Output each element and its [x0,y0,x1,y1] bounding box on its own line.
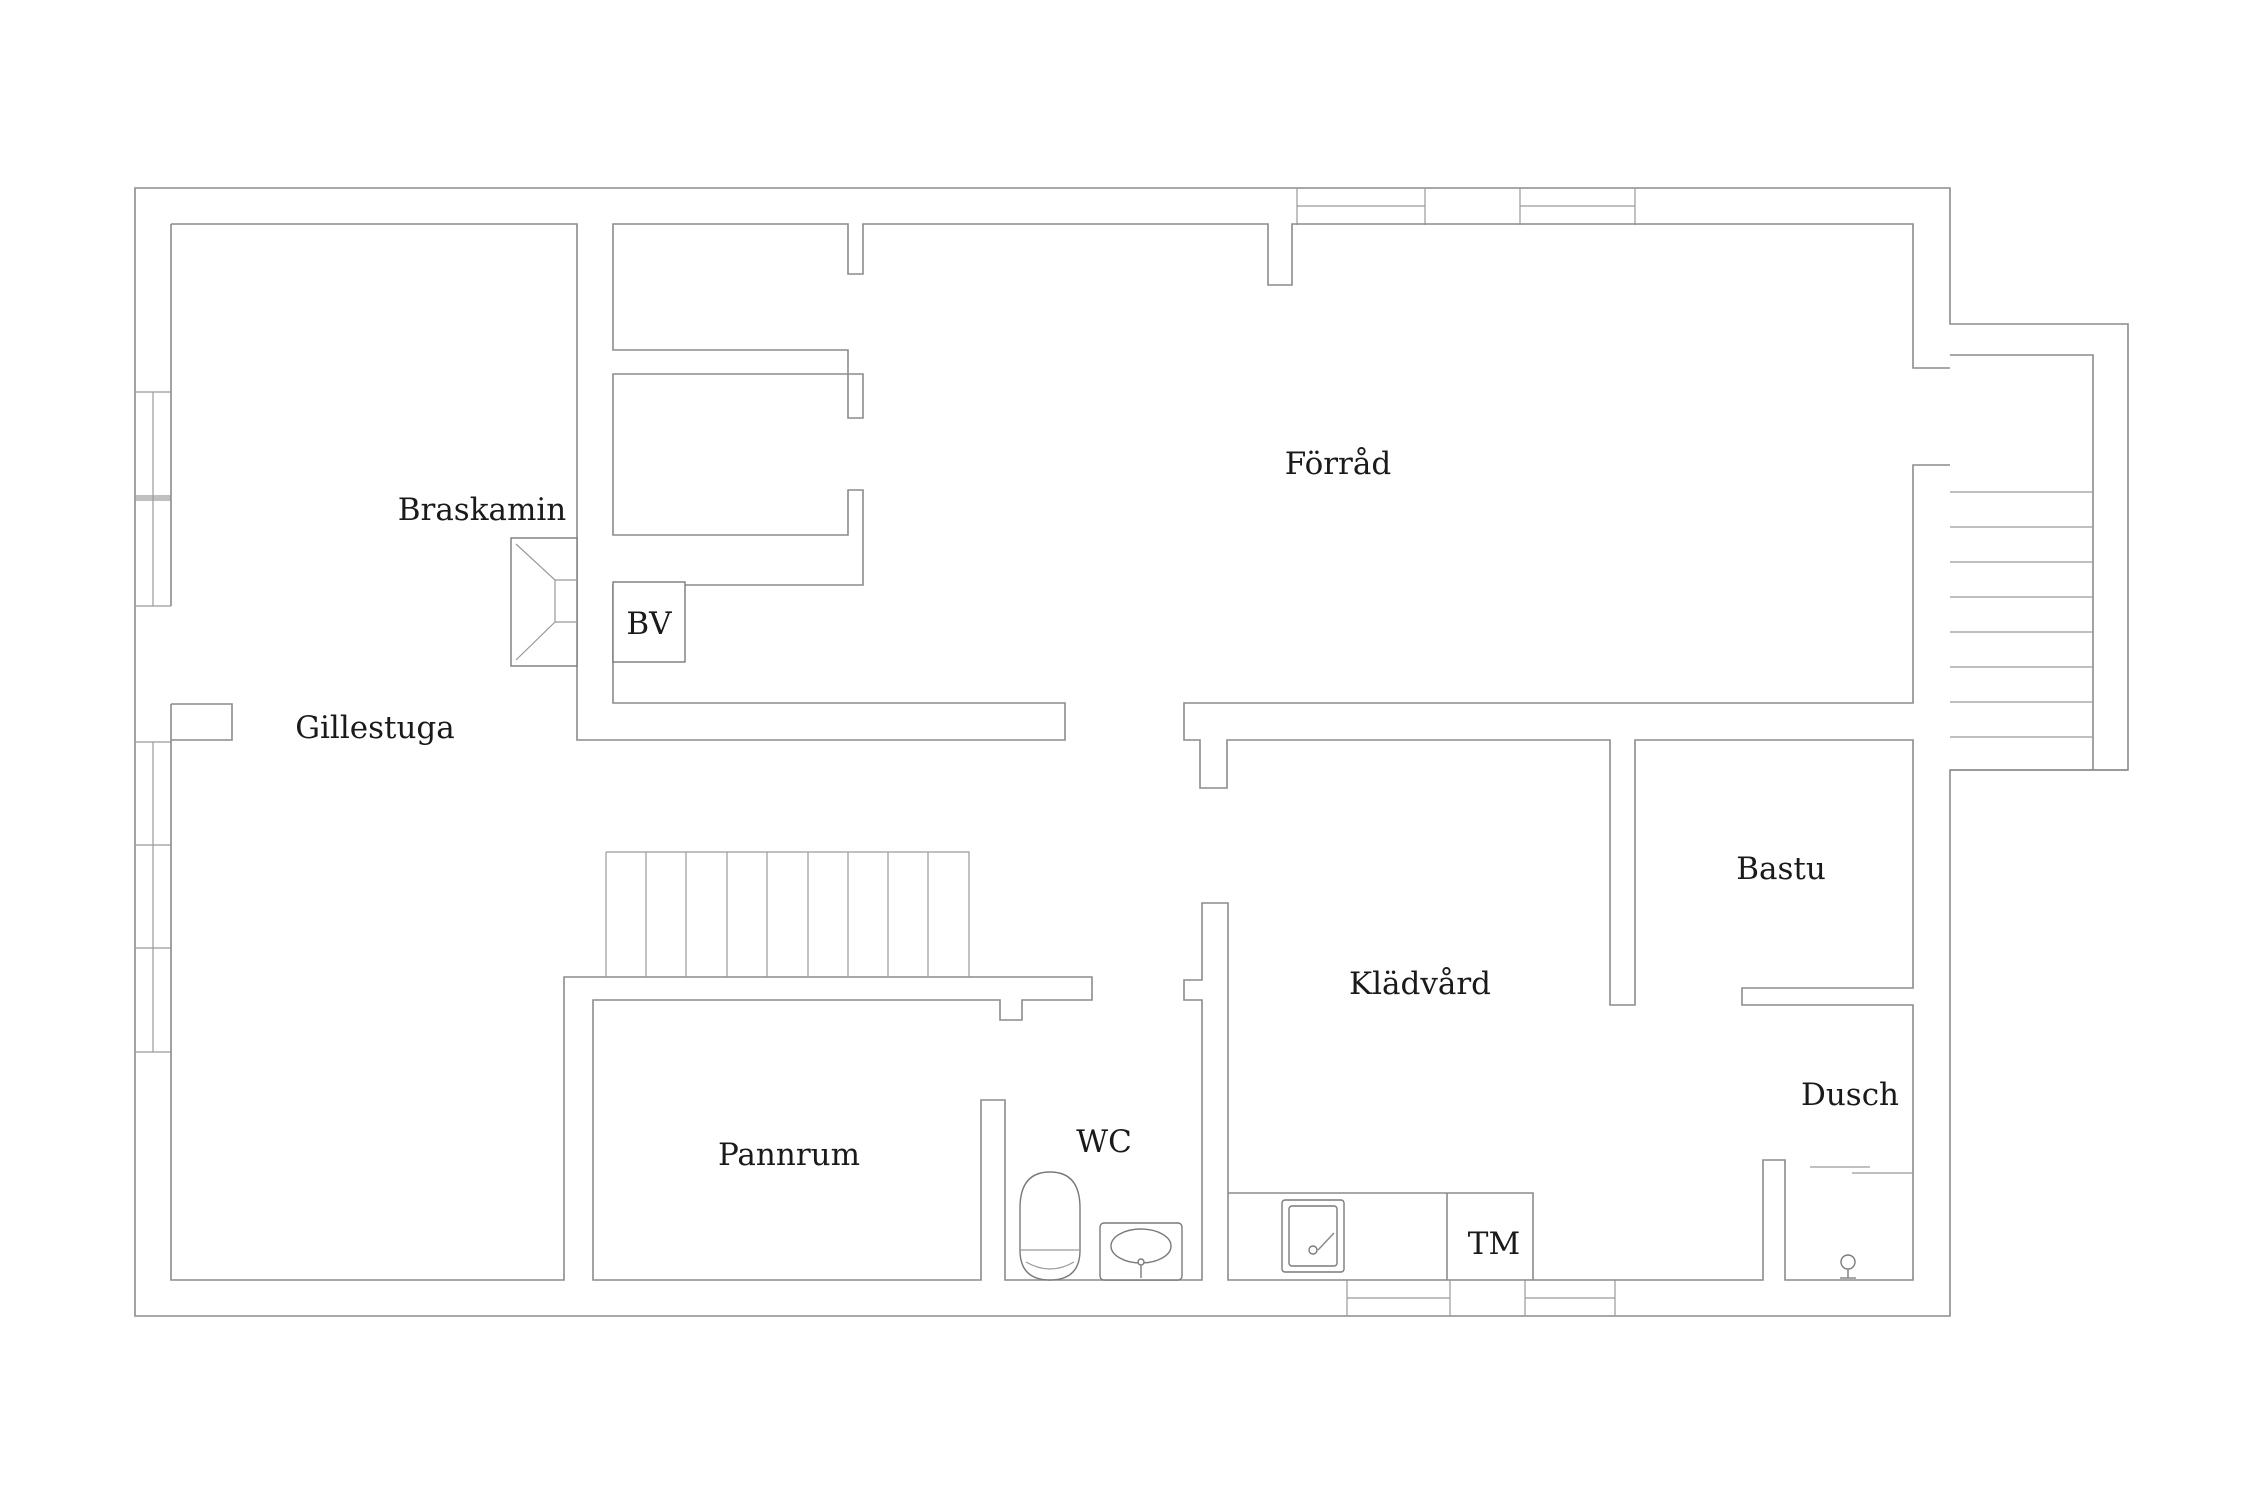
toilet-icon [1019,1171,1081,1281]
fireplace-icon [510,537,578,667]
label-bastu: Bastu [1736,851,1826,887]
inner-walls [170,223,1950,1281]
label-wc: WC [1076,1124,1132,1160]
label-gillestuga: Gillestuga [295,710,455,746]
label-pannrum: Pannrum [718,1137,860,1173]
shower-icon [1810,1166,1913,1279]
washbasin-icon [1099,1222,1183,1281]
label-tm: TM [1468,1226,1520,1262]
room-labels: Förråd Braskamin BV Gillestuga Bastu Klä… [295,446,1899,1262]
label-forrad: Förråd [1285,446,1391,482]
label-bv: BV [626,606,672,642]
label-braskamin: Braskamin [398,492,567,528]
label-dusch: Dusch [1801,1077,1899,1113]
windows [135,188,1636,1316]
bv-box [612,581,686,663]
label-kladvard: Klädvård [1349,966,1491,1002]
laundry-counter [1228,1192,1534,1280]
stairs-right [1950,491,2128,771]
stairs-center [605,851,970,977]
sink-icon [1281,1199,1345,1273]
